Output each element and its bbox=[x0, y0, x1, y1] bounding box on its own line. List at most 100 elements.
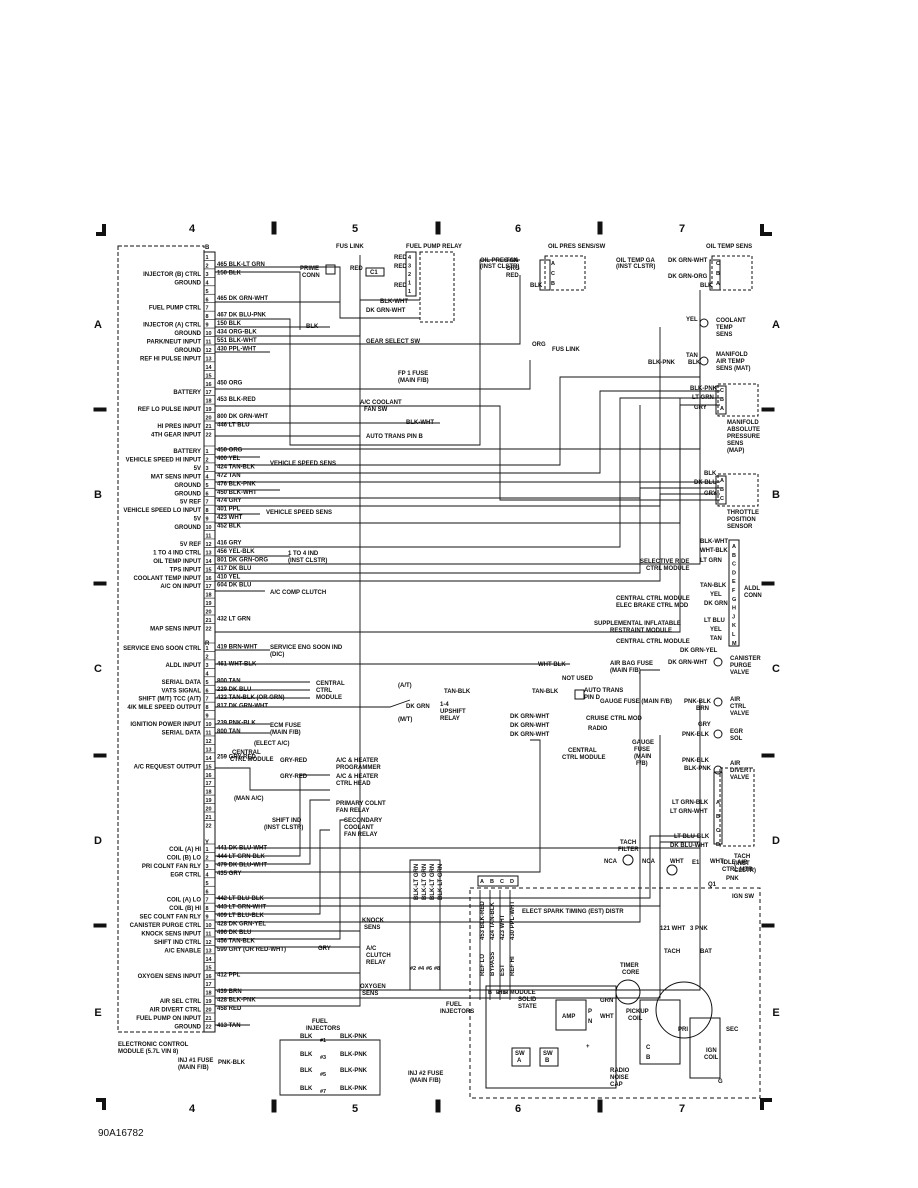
ecm-pin-number: 8 bbox=[206, 906, 209, 912]
wire-label: 3 PNK bbox=[690, 926, 708, 932]
grid-row-left-c: C bbox=[94, 663, 102, 675]
radio-noise-cap-label: NOISE bbox=[610, 1075, 629, 1081]
ecm-pin-number: 9 bbox=[206, 915, 209, 921]
mt-label: (M/T) bbox=[398, 717, 412, 723]
central-ctrl-module-3-label: CTRL bbox=[316, 688, 332, 694]
ecm-pin-label: REF HI PULSE INPUT bbox=[140, 356, 201, 362]
air-ctrl-valve-label: AIR bbox=[730, 697, 741, 703]
injector-wire-label: BLK-LT GRN bbox=[438, 864, 444, 900]
ecm-pin-number: 2 bbox=[206, 855, 209, 861]
ecm-pin-number: 10 bbox=[206, 525, 212, 531]
pickup-coil-label: COIL bbox=[628, 1016, 643, 1022]
ac-coolant-fan-sw-label: A/C COOLANT bbox=[360, 400, 402, 406]
ecm-pin-number: 14 bbox=[206, 957, 213, 963]
wire-label: BLK-WHT bbox=[380, 299, 408, 305]
shift-ind-label: (INST CLSTR) bbox=[264, 825, 303, 831]
aldl-connector-pin: B bbox=[732, 553, 736, 559]
wire-label: LT BLU bbox=[704, 618, 725, 624]
wire-label: BLK bbox=[300, 1068, 313, 1074]
wire-label: RED bbox=[394, 283, 407, 289]
ecm-pin-label: TPS INPUT bbox=[170, 567, 202, 573]
est-connector-pin: D bbox=[510, 879, 514, 885]
hei-pin: R bbox=[504, 990, 508, 996]
ecm-pin-wire-label: 409 LT BLU-BLK bbox=[217, 913, 265, 919]
injector-number: #3 bbox=[320, 1055, 326, 1061]
bat-label: BAT bbox=[700, 949, 712, 955]
ecm-pin-wire-label: 412 PPL bbox=[217, 972, 241, 978]
ecm-pin-wire-label: 465 BLK-LT GRN bbox=[217, 262, 265, 268]
ecm-pin-number: 16 bbox=[206, 382, 212, 388]
elec-brake-ctrl-label: ELEC BRAKE CTRL MOD bbox=[616, 603, 689, 609]
grid-col-top-2: 5 bbox=[352, 223, 358, 235]
ac-clutch-relay-label: CLUTCH bbox=[366, 953, 391, 959]
coolant-temp-sens-label: TEMP bbox=[716, 325, 733, 331]
iac-connector-pin: D bbox=[716, 842, 720, 848]
ecm-pin-number: 19 bbox=[206, 407, 212, 413]
ecm-pin-label: 5V bbox=[194, 466, 201, 472]
ecm-pin-number: 6 bbox=[206, 889, 209, 895]
man-ac-label: (MAN A/C) bbox=[234, 796, 263, 802]
ecm-pin-label: A/C ON INPUT bbox=[160, 584, 201, 590]
radio-label: RADIO bbox=[588, 726, 608, 732]
central-ctrl-module-3-label: MODULE bbox=[316, 695, 342, 701]
ecm-pin-number: 13 bbox=[206, 356, 212, 362]
ecm-pin-number: 8 bbox=[206, 314, 209, 320]
ecm-pin-wire-label: 428 DK GRN-YEL bbox=[217, 922, 266, 928]
ecm-pin-label: COIL (A) HI bbox=[169, 847, 201, 853]
service-eng-soon-label: (DIC) bbox=[270, 652, 284, 658]
ecm-pin-wire-label: 456 TAN-BLK bbox=[217, 938, 256, 944]
coolant-temp-sens-label: COOLANT bbox=[716, 318, 746, 324]
wire-label: WHT-BLK bbox=[700, 548, 728, 554]
wire-label: TAN bbox=[710, 636, 722, 642]
oxygen-sens-label: OXYGEN bbox=[360, 984, 386, 990]
ecm-pin-number: 15 bbox=[206, 373, 212, 379]
fuel-injectors-right-label: FUEL bbox=[446, 1002, 462, 1008]
ac-comp-clutch-label: A/C COMP CLUTCH bbox=[270, 590, 326, 596]
amp-label: AMP bbox=[562, 1014, 575, 1020]
ecm-pin-number: 16 bbox=[206, 974, 212, 980]
coolant-temp-sens-label: SENS bbox=[716, 332, 732, 338]
ecm-pin-wire-label: 496 DK BLU bbox=[217, 930, 251, 936]
ecm-title-line-1: ELECTRONIC CONTROL bbox=[118, 1042, 189, 1048]
wire-label: BLK-PNK bbox=[340, 1086, 368, 1092]
ecm-pin-wire-label: 439 BRN bbox=[217, 989, 242, 995]
wire-label: PNK-BLK bbox=[682, 758, 710, 764]
ecm-pin-wire-label: 441 DK BLU-WHT bbox=[217, 846, 267, 852]
ac-coolant-fan-sw-label: FAN SW bbox=[364, 407, 388, 413]
ecm-pin-label: GROUND bbox=[174, 348, 201, 354]
gear-select-sw-label: GEAR SELECT SW bbox=[366, 339, 420, 345]
ecm-pin-number: 1 bbox=[206, 449, 209, 455]
wire-label: BLK bbox=[300, 1052, 313, 1058]
wire-label: RED bbox=[350, 266, 363, 272]
ecm-pin-wire-label: 450 BLK-WHT bbox=[217, 490, 257, 496]
upshift-relay-label: 1-4 bbox=[440, 702, 449, 708]
tps-label: SENSOR bbox=[727, 524, 753, 530]
ecm-pin-label: CANISTER PURGE CTRL bbox=[130, 923, 202, 929]
ac-clutch-relay-label: A/C bbox=[366, 946, 377, 952]
ecm-pin-label: SERVICE ENG SOON CTRL bbox=[123, 646, 201, 652]
knock-sens-label: SENS bbox=[364, 925, 380, 931]
ecm-pin-number: 13 bbox=[206, 948, 212, 954]
ecm-pin-number: 6 bbox=[206, 688, 209, 694]
ecm-pin-wire-label: 432 LT GRN bbox=[217, 617, 251, 623]
grid-col-bottom-3: 6 bbox=[515, 1103, 521, 1115]
injector-number: #6 bbox=[426, 966, 432, 972]
wire-label: PNK-BLK bbox=[218, 1060, 246, 1066]
ecm-pin-label: 4TH GEAR INPUT bbox=[151, 432, 201, 438]
primary-colnt-label: FAN RELAY bbox=[336, 808, 369, 814]
ecm-pin-wire-label: 410 YEL bbox=[217, 574, 241, 580]
sec-label: SEC bbox=[726, 1027, 739, 1033]
auto-trans-pin-d-label: PIN D bbox=[584, 695, 601, 701]
wire-label: DK BLU bbox=[694, 480, 717, 486]
ecm-pin-number: 15 bbox=[206, 764, 212, 770]
pin-label: P bbox=[588, 1009, 592, 1015]
injector-number: #8 bbox=[434, 966, 440, 972]
wire-label: DK GRN-WHT bbox=[510, 714, 550, 720]
ecm-pin-label: OXYGEN SENS INPUT bbox=[138, 974, 202, 980]
grid-row-right-e: E bbox=[772, 1007, 779, 1019]
ecm-pin-label: COIL (B) HI bbox=[169, 906, 201, 912]
ecm-pin-number: 11 bbox=[206, 932, 212, 938]
pri-label: PRI bbox=[678, 1027, 688, 1033]
ecm-pin-wire-label: 419 BRN-WHT bbox=[217, 645, 258, 651]
ecm-pin-wire-label: 474 GRY bbox=[217, 498, 241, 504]
